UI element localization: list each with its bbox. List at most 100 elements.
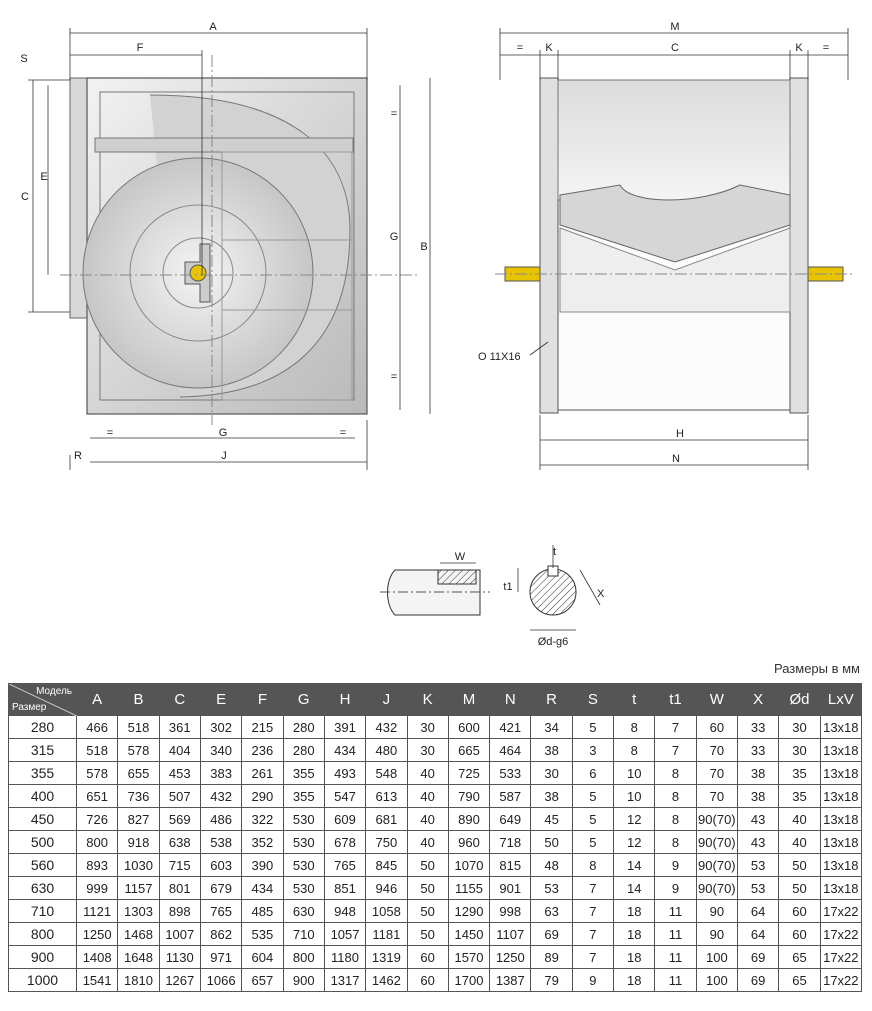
value-cell: 480 <box>365 738 408 762</box>
value-cell: 18 <box>613 899 656 923</box>
value-cell: 453 <box>158 761 201 785</box>
value-cell: 11 <box>654 945 697 969</box>
hole-label: O 11X16 <box>478 351 521 363</box>
value-cell: 948 <box>323 899 367 923</box>
value-cell: 12 <box>613 807 656 831</box>
value-cell: 507 <box>158 784 201 808</box>
value-cell: 69 <box>736 945 780 969</box>
value-cell: 765 <box>323 853 367 877</box>
technical-drawings: A F S C E G B = = = G = R J <box>20 21 855 648</box>
value-cell: 715 <box>158 853 201 877</box>
value-cell: 486 <box>199 807 243 831</box>
value-cell: 79 <box>530 968 573 992</box>
dim-C-side: C <box>671 42 679 54</box>
column-header: N <box>489 683 532 716</box>
dim-E: E <box>40 171 47 183</box>
value-cell: 355 <box>282 784 325 808</box>
value-cell: 70 <box>695 784 739 808</box>
value-cell: 466 <box>75 715 119 739</box>
value-cell: 8 <box>571 853 615 877</box>
value-cell: 65 <box>778 945 821 969</box>
value-cell: 493 <box>323 761 367 785</box>
dim-G-vertical: G <box>390 231 399 243</box>
value-cell: 434 <box>241 876 284 900</box>
value-cell: 60 <box>406 968 449 992</box>
value-cell: 64 <box>736 922 780 946</box>
value-cell: 1180 <box>323 945 367 969</box>
value-cell: 530 <box>282 876 325 900</box>
value-cell: 718 <box>489 830 532 854</box>
column-header: M <box>447 683 491 716</box>
value-cell: 725 <box>447 761 491 785</box>
value-cell: 43 <box>736 830 780 854</box>
value-cell: 7 <box>571 922 615 946</box>
value-cell: 1290 <box>447 899 491 923</box>
value-cell: 8 <box>654 830 697 854</box>
value-cell: 8 <box>654 807 697 831</box>
value-cell: 665 <box>447 738 491 762</box>
value-cell: 1181 <box>365 922 408 946</box>
value-cell: 8 <box>654 761 697 785</box>
value-cell: 40 <box>406 761 449 785</box>
column-header: G <box>282 683 325 716</box>
value-cell: 89 <box>530 945 573 969</box>
value-cell: 657 <box>241 968 284 992</box>
value-cell: 11 <box>654 899 697 923</box>
value-cell: 901 <box>489 876 532 900</box>
value-cell: 790 <box>447 784 491 808</box>
size-cell: 500 <box>8 830 77 854</box>
value-cell: 1007 <box>158 922 201 946</box>
value-cell: 10 <box>613 784 656 808</box>
value-cell: 800 <box>75 830 119 854</box>
value-cell: 851 <box>323 876 367 900</box>
value-cell: 960 <box>447 830 491 854</box>
value-cell: 569 <box>158 807 201 831</box>
value-cell: 649 <box>489 807 532 831</box>
value-cell: 38 <box>530 784 573 808</box>
value-cell: 50 <box>406 853 449 877</box>
value-cell: 383 <box>199 761 243 785</box>
column-header: W <box>695 683 739 716</box>
value-cell: 890 <box>447 807 491 831</box>
value-cell: 13x18 <box>819 738 863 762</box>
column-header: Ød <box>778 683 821 716</box>
value-cell: 1070 <box>447 853 491 877</box>
dim-J: J <box>221 450 227 462</box>
value-cell: 9 <box>571 968 615 992</box>
value-cell: 13x18 <box>819 853 863 877</box>
value-cell: 13x18 <box>819 876 863 900</box>
size-cell: 630 <box>8 876 77 900</box>
value-cell: 236 <box>241 738 284 762</box>
value-cell: 518 <box>75 738 119 762</box>
value-cell: 90 <box>695 899 739 923</box>
value-cell: 90(70) <box>695 830 739 854</box>
value-cell: 90(70) <box>695 853 739 877</box>
value-cell: 9 <box>654 853 697 877</box>
column-header: B <box>117 683 160 716</box>
value-cell: 8 <box>613 715 656 739</box>
value-cell: 900 <box>282 968 325 992</box>
value-cell: 18 <box>613 945 656 969</box>
value-cell: 7 <box>571 899 615 923</box>
value-cell: 60 <box>778 899 821 923</box>
value-cell: 53 <box>530 876 573 900</box>
value-cell: 50 <box>406 922 449 946</box>
value-cell: 38 <box>736 761 780 785</box>
value-cell: 1267 <box>158 968 201 992</box>
column-header: R <box>530 683 573 716</box>
value-cell: 34 <box>530 715 573 739</box>
column-header: S <box>571 683 615 716</box>
value-cell: 421 <box>489 715 532 739</box>
value-cell: 13x18 <box>819 807 863 831</box>
corner-model-label: Модель <box>36 686 72 697</box>
value-cell: 30 <box>530 761 573 785</box>
dim-B: B <box>420 241 427 253</box>
value-cell: 1468 <box>117 922 160 946</box>
size-cell: 280 <box>8 715 77 739</box>
